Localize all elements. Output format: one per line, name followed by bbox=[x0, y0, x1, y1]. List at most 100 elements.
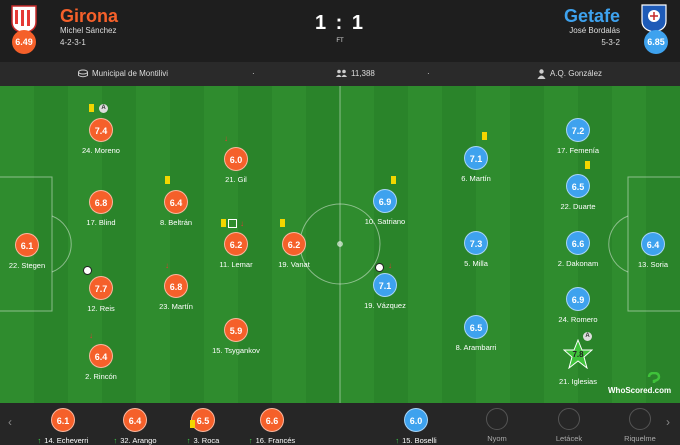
player-home-martin[interactable]: ↓ 6.8 23. Martín bbox=[141, 261, 211, 311]
player-home-vanat[interactable]: 6.2 19. Vanat bbox=[259, 219, 329, 269]
player-away-soria[interactable]: 6.4 13. Soria bbox=[618, 232, 680, 269]
referee-icon bbox=[537, 69, 546, 79]
sub-off-arrow-icon: ↓ bbox=[224, 134, 228, 143]
player-name: 12. Reis bbox=[87, 304, 115, 313]
sub-off-arrow-icon: ↓ bbox=[165, 261, 169, 270]
player-away-arambarri[interactable]: 6.5 8. Arambarri bbox=[441, 315, 511, 352]
player-rating: 7.1 bbox=[373, 273, 397, 297]
player-name: 21. Gil bbox=[225, 175, 247, 184]
attendance: 11,388 bbox=[351, 69, 375, 78]
attendance-icon bbox=[336, 69, 347, 77]
player-home-stegen[interactable]: 6.1 22. Stegen bbox=[0, 233, 62, 270]
player-rating: 6.6 bbox=[566, 231, 590, 255]
player-name: 22. Stegen bbox=[8, 261, 46, 270]
info-separator: · bbox=[252, 69, 255, 78]
player-name: 10. Satriano bbox=[364, 217, 406, 226]
player-rating: 6.5 bbox=[464, 315, 488, 339]
away-formation: 5-3-2 bbox=[601, 38, 620, 47]
sub-on-arrow-icon: ↑ bbox=[248, 436, 253, 445]
player-home-tsygankov[interactable]: 5.9 15. Tsygankov bbox=[201, 318, 271, 355]
goal-ball-icon bbox=[83, 266, 92, 275]
chevron-left-icon[interactable]: ‹ bbox=[8, 415, 12, 429]
home-team-rating: 6.49 bbox=[12, 30, 36, 54]
player-name: 13. Soria bbox=[637, 260, 669, 269]
sub-player-echeverri[interactable]: 6.1 ↑14. Echeverri bbox=[23, 408, 103, 445]
player-name: 19. Vanat bbox=[278, 260, 310, 269]
player-name: 8. Beltrán bbox=[159, 218, 193, 227]
sub-player-boselli[interactable]: 6.0 ↑15. Boselli bbox=[376, 408, 456, 445]
player-name: 23. Martín bbox=[159, 302, 193, 311]
player-name: 16. Francés bbox=[255, 436, 296, 445]
player-rating: 6.1 bbox=[15, 233, 39, 257]
player-rating: 6.2 bbox=[282, 232, 306, 256]
player-name: 24. Moreno bbox=[82, 146, 120, 155]
player-away-dakonam[interactable]: 6.6 2. Dakonam bbox=[543, 231, 613, 268]
whoscored-logo: WhoScored.com bbox=[608, 386, 672, 395]
sub-player-riquelme[interactable]: Riquelme bbox=[600, 408, 680, 443]
player-name: 5. Milla bbox=[464, 259, 488, 268]
yellow-card-icon bbox=[89, 104, 94, 112]
player-name: 17. Femenía bbox=[556, 146, 600, 155]
player-away-duarte[interactable]: 6.5 22. Duarte bbox=[543, 161, 613, 211]
player-name: 15. Tsygankov bbox=[212, 346, 260, 355]
player-rating: 6.4 bbox=[164, 190, 188, 214]
man-of-the-match-star-icon bbox=[562, 338, 594, 370]
player-home-moreno[interactable]: A 7.4 24. Moreno bbox=[66, 104, 136, 155]
unused-sub-circle bbox=[486, 408, 508, 430]
player-rating: 7.1 bbox=[464, 146, 488, 170]
whoscored-question-icon bbox=[647, 372, 661, 383]
player-home-blind[interactable]: 6.8 17. Blind bbox=[66, 190, 136, 227]
sub-player-roca[interactable]: 6.5 ↑3. Roca bbox=[163, 408, 243, 445]
referee-name: A.Q. González bbox=[550, 69, 603, 78]
player-rating: 7.4 bbox=[89, 118, 113, 142]
unused-sub-circle bbox=[629, 408, 651, 430]
sub-player-frances[interactable]: 6.6 ↑16. Francés bbox=[232, 408, 312, 445]
player-name: 8. Arambarri bbox=[455, 343, 497, 352]
pitch-markings bbox=[0, 86, 680, 403]
yellow-card-icon bbox=[391, 176, 396, 184]
getafe-crest-icon bbox=[641, 4, 667, 33]
sub-player-letacek[interactable]: Letácek bbox=[529, 408, 609, 443]
away-team-name[interactable]: Getafe bbox=[563, 6, 620, 26]
sub-on-arrow-icon: ↑ bbox=[37, 436, 42, 445]
player-name: 15. Boselli bbox=[402, 436, 437, 445]
player-name: Letácek bbox=[555, 434, 583, 443]
player-name: 22. Duarte bbox=[560, 202, 596, 211]
player-rating: 5.9 bbox=[224, 318, 248, 342]
player-rating: 6.9 bbox=[566, 287, 590, 311]
match-score: 1 : 1 bbox=[314, 12, 366, 34]
player-rating: 6.4 bbox=[89, 344, 113, 368]
player-name: 24. Romero bbox=[558, 315, 598, 324]
stadium-icon bbox=[78, 69, 88, 78]
player-name: 6. Martín bbox=[461, 174, 491, 183]
match-header: 6.49 Girona Michel Sánchez 4-2-3-1 1 : 1… bbox=[0, 0, 680, 62]
player-name: 3. Roca bbox=[193, 436, 220, 445]
yellow-card-icon bbox=[190, 420, 195, 428]
player-away-romero[interactable]: 6.9 24. Romero bbox=[543, 287, 613, 324]
player-rating: 6.0 bbox=[404, 408, 428, 432]
yellow-card-icon bbox=[221, 219, 226, 227]
player-away-iglesias[interactable]: A 7.8 21. Iglesias bbox=[543, 332, 613, 386]
sub-player-nyom[interactable]: Nyom bbox=[457, 408, 537, 443]
sub-player-arango[interactable]: 6.4 ↑32. Arango bbox=[95, 408, 175, 445]
chevron-right-icon[interactable]: › bbox=[666, 415, 670, 429]
player-home-beltran[interactable]: 6.4 8. Beltrán bbox=[141, 176, 211, 227]
player-away-femenia[interactable]: 7.2 17. Femenía bbox=[543, 118, 613, 155]
player-home-gil[interactable]: ↓ 6.0 21. Gil bbox=[201, 134, 271, 184]
stadium-name: Municipal de Montilivi bbox=[92, 69, 169, 78]
player-rating: 6.5 bbox=[566, 174, 590, 198]
player-away-martin[interactable]: 7.1 6. Martín bbox=[441, 132, 511, 183]
player-name: Nyom bbox=[487, 434, 507, 443]
player-rating: 6.6 bbox=[260, 408, 284, 432]
player-rating: 7.8 bbox=[572, 350, 584, 359]
player-away-satriano[interactable]: 6.9 10. Satriano bbox=[350, 176, 420, 226]
player-home-lemar[interactable]: ↓ 6.2 11. Lemar bbox=[201, 219, 271, 269]
player-home-reis[interactable]: 7.7 12. Reis bbox=[66, 266, 136, 313]
player-home-rincon[interactable]: ↓ 6.4 2. Rincón bbox=[66, 331, 136, 381]
sub-on-arrow-icon: ↑ bbox=[186, 436, 191, 445]
player-rating: 6.4 bbox=[123, 408, 147, 432]
player-away-milla[interactable]: 7.3 5. Milla bbox=[441, 231, 511, 268]
sub-off-arrow-icon: ↓ bbox=[388, 261, 392, 270]
home-team-name[interactable]: Girona bbox=[60, 6, 119, 26]
player-away-vazquez[interactable]: ↓ 7.1 19. Vázquez bbox=[350, 261, 420, 310]
